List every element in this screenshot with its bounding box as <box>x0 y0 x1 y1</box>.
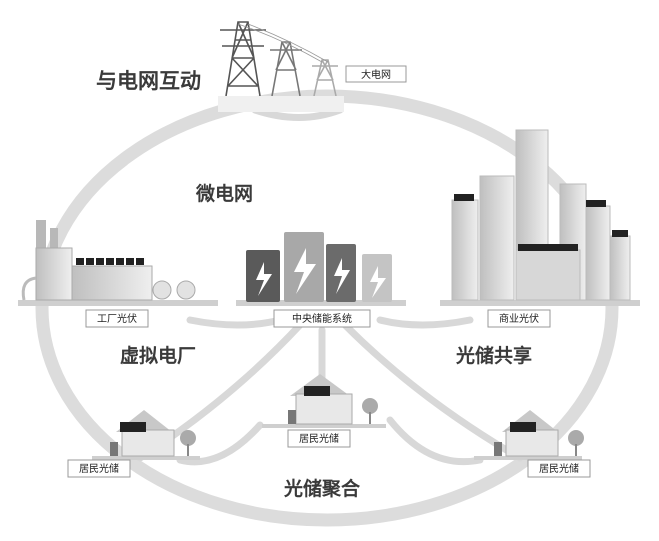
caption-box-resident-right <box>527 459 591 478</box>
label-grid-interaction: 与电网互动 <box>96 69 201 93</box>
factory-icon <box>18 220 218 306</box>
label-big-grid: 大电网 <box>361 68 391 81</box>
battery-storage-icon <box>236 232 406 306</box>
house-icon-center <box>262 374 386 428</box>
caption-box-resident-left <box>67 459 131 478</box>
label-pv-storage-sharing: 光储共享 <box>455 344 532 367</box>
label-pv-storage-aggregation: 光储聚合 <box>283 477 361 500</box>
label-virtual-plant: 虚拟电厂 <box>120 344 196 367</box>
label-resident-left: 居民光储 <box>79 462 119 475</box>
tower-base <box>218 96 344 112</box>
label-resident-center: 居民光储 <box>299 432 339 445</box>
caption-box-factory <box>85 309 149 328</box>
label-central-storage: 中央储能系统 <box>292 312 352 325</box>
caption-box-grid <box>345 65 407 83</box>
commercial-buildings-icon <box>440 129 640 306</box>
label-microgrid: 微电网 <box>195 182 253 205</box>
caption-box-resident-center <box>287 429 351 448</box>
caption-box-commercial <box>487 309 551 328</box>
label-factory-pv: 工厂光伏 <box>97 312 137 325</box>
house-icon-right <box>474 410 584 460</box>
house-icon-left <box>92 410 200 460</box>
label-commercial-pv: 商业光伏 <box>499 312 539 325</box>
power-tower-icon <box>220 21 338 97</box>
caption-box-storage <box>273 309 371 328</box>
label-resident-right: 居民光储 <box>539 462 579 475</box>
